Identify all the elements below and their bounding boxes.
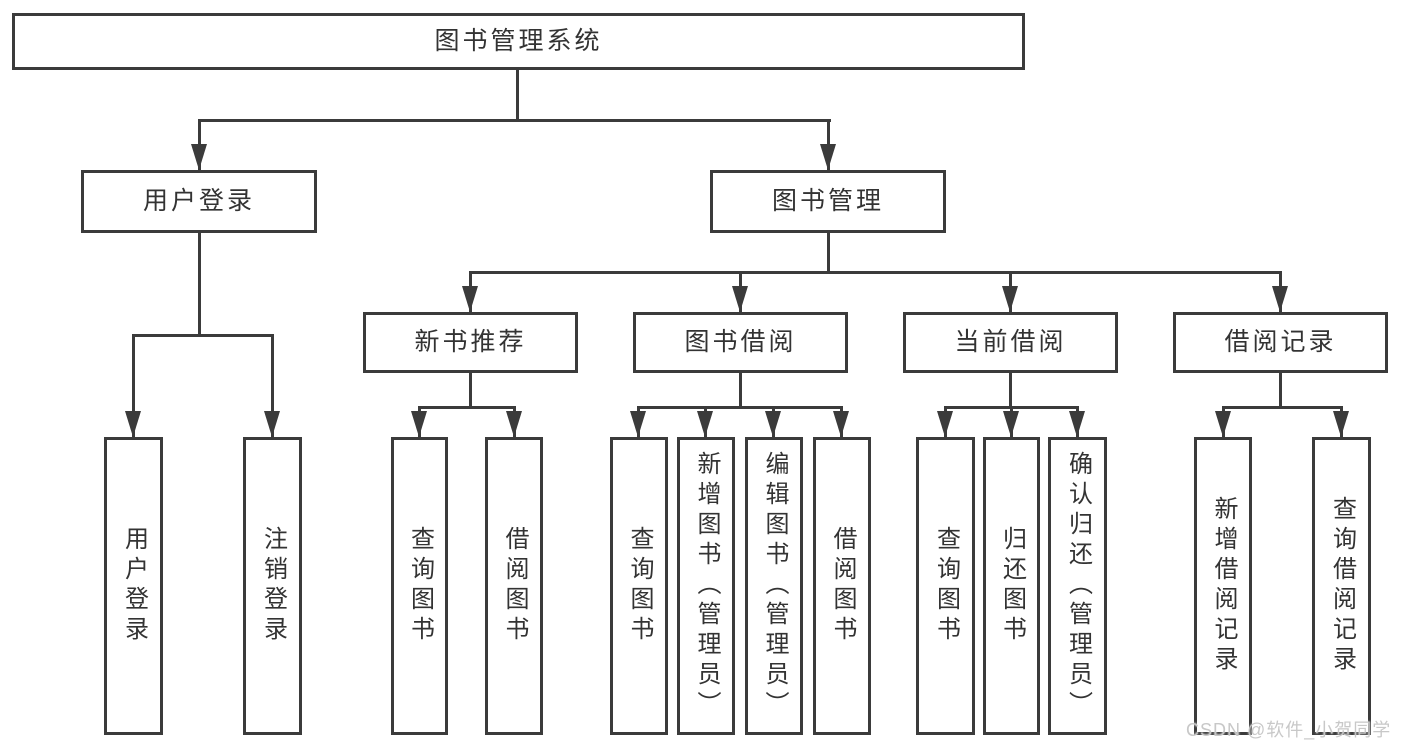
connector-line [198,233,201,334]
leaf-borrow-books-borrowing: 借阅图书 [813,437,871,735]
connector-line [132,334,274,337]
leaf-user-login: 用户登录 [104,437,163,735]
node-user-login: 用户登录 [81,170,317,233]
leaf-label: 查询图书 [406,526,434,646]
connector-line [132,334,135,437]
arrow-down-icon [1272,286,1288,312]
arrow-down-icon [697,411,713,437]
leaf-label: 新增图书（管理员） [693,451,720,721]
arrow-down-icon [937,411,953,437]
leaf-label: 查询图书 [932,526,960,646]
leaf-label: 注销登录 [259,526,287,646]
arrow-down-icon [1069,411,1085,437]
leaf-label: 查询图书 [626,526,653,646]
arrow-down-icon [462,286,478,312]
connector-line [1009,373,1012,406]
node-label: 图书借阅 [684,328,797,356]
arrow-down-icon [191,144,207,170]
leaf-label: 查询借阅记录 [1328,496,1356,676]
arrow-down-icon [765,411,781,437]
connector-line [1222,406,1343,409]
leaf-logout: 注销登录 [243,437,302,735]
leaf-label: 归还图书 [998,526,1026,646]
node-book-borrowing: 图书借阅 [633,312,848,373]
leaf-label: 确认归还（管理员） [1064,451,1092,721]
arrow-down-icon [833,411,849,437]
leaf-confirm-return-admin: 确认归还（管理员） [1048,437,1107,735]
leaf-label: 用户登录 [120,526,148,646]
connector-line [469,271,1282,274]
arrow-down-icon [1002,286,1018,312]
arrow-down-icon [1003,411,1019,437]
connector-line [198,119,831,122]
arrow-down-icon [732,286,748,312]
leaf-label: 借阅图书 [501,526,528,646]
connector-line [469,373,472,406]
leaf-add-book-admin: 新增图书（管理员） [677,437,735,735]
node-library-management-system: 图书管理系统 [12,13,1025,70]
arrow-down-icon [1333,411,1349,437]
leaf-label: 编辑图书（管理员） [761,451,788,721]
node-label: 当前借阅 [954,328,1067,356]
csdn-watermark: CSDN @软件_小贺同学 [1186,720,1392,740]
node-label: 图书管理系统 [434,27,603,55]
node-label: 用户登录 [142,187,255,215]
node-label: 图书管理 [771,187,884,215]
leaf-query-borrow-record: 查询借阅记录 [1312,437,1371,735]
leaf-return-books: 归还图书 [983,437,1040,735]
connector-line [739,373,742,406]
node-current-borrowing: 当前借阅 [903,312,1118,373]
connector-line [516,70,519,119]
arrow-down-icon [506,411,522,437]
leaf-query-books-current: 查询图书 [916,437,975,735]
node-new-book-recommend: 新书推荐 [363,312,578,373]
connector-line [271,334,274,437]
arrow-down-icon [264,411,280,437]
arrow-down-icon [1215,411,1231,437]
leaf-edit-book-admin: 编辑图书（管理员） [745,437,803,735]
leaf-query-books-recommend: 查询图书 [391,437,448,735]
leaf-query-books-borrowing: 查询图书 [610,437,668,735]
leaf-borrow-books-recommend: 借阅图书 [485,437,543,735]
node-book-management: 图书管理 [710,170,946,233]
leaf-add-borrow-record: 新增借阅记录 [1194,437,1252,735]
arrow-down-icon [820,144,836,170]
arrow-down-icon [411,411,427,437]
connector-line [637,406,843,409]
node-label: 借阅记录 [1224,328,1337,356]
connector-line [1279,373,1282,406]
connector-line [418,406,516,409]
arrow-down-icon [125,411,141,437]
arrow-down-icon [630,411,646,437]
leaf-label: 借阅图书 [829,526,856,646]
node-borrowing-records: 借阅记录 [1173,312,1388,373]
node-label: 新书推荐 [414,328,527,356]
leaf-label: 新增借阅记录 [1210,496,1237,676]
connector-line [827,233,830,271]
